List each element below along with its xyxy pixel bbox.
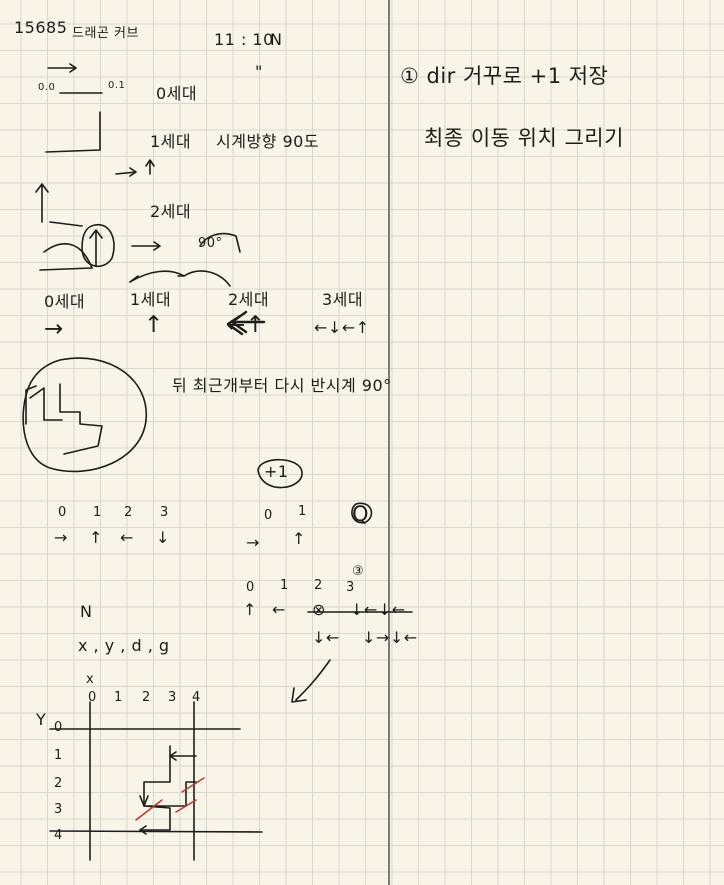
grid-x-axis-label: x (86, 672, 95, 687)
grid-y-axis-label: Y (36, 710, 47, 729)
plus-one-note: +1 (264, 462, 289, 481)
gen0-arrow-sketch (47, 63, 77, 73)
gen1-arrow-sketch (115, 159, 155, 177)
row-gen0-arrows: → (44, 316, 64, 342)
diagonal-arrow (291, 659, 331, 703)
rotation-note: 90° (198, 236, 223, 251)
dir-index-0: 0 (58, 505, 67, 520)
problem-title: 드래곤 커브 (72, 26, 139, 41)
var-n: N (80, 602, 93, 621)
step-2-note: 최종 이동 위치 그리기 (424, 126, 624, 150)
seq-row1-3: ↓←↓← (350, 600, 406, 619)
seq-row1-2: ⊗ (312, 600, 326, 619)
plus-index-0: 0 (264, 508, 273, 523)
gen3-shape (25, 383, 103, 455)
seq-row2-0: ↓← (312, 628, 340, 647)
dir-index-2: 2 (124, 505, 133, 520)
dir-arrow-0: → (54, 528, 68, 547)
q-circle (351, 502, 373, 524)
grid-x-3: 3 (168, 690, 177, 705)
var-list: x , y , d , g (78, 636, 170, 655)
seq-row1-0: ↑ (243, 600, 257, 619)
gen2-shape-sketch (35, 183, 93, 271)
gen3-circle (22, 357, 147, 473)
gen1-label: 1세대 (150, 132, 192, 151)
plus-arrow-1: ↑ (292, 529, 306, 548)
seq-row2-1: ↓→↓← (362, 628, 418, 647)
gen1-rotation-note: 시계방향 90도 (216, 132, 320, 151)
red-cross-2 (135, 799, 197, 821)
coord-start: 0.0 (38, 82, 56, 93)
row-gen1-arrows: ↑ (144, 312, 164, 338)
seq-index-0: 0 (246, 580, 255, 595)
seq-index-3: 3 (346, 580, 355, 595)
gen0-label: 0세대 (156, 84, 198, 103)
dir-arrow-1: ↑ (89, 528, 103, 547)
grid-curve-arrows (139, 751, 177, 835)
plus-one-circle (257, 459, 303, 489)
rotate-arrow (131, 232, 241, 253)
step-1-note: ① dir 거꾸로 +1 저장 (400, 64, 609, 88)
grid-y-4: 4 (54, 828, 63, 843)
seq-row1-1: ← (272, 600, 286, 619)
time-mark: N (270, 30, 283, 49)
gen-link-tip (129, 275, 185, 283)
seq-index-1: 1 (280, 578, 289, 593)
seq-mark: ③ (352, 564, 365, 579)
row-gen2-arrows: ←↑ (226, 312, 266, 338)
row-gen3-label: 3세대 (322, 290, 364, 309)
grid-y-1: 1 (54, 748, 63, 763)
gen2-label: 2세대 (150, 202, 192, 221)
plus-arrow-0: → (246, 533, 260, 552)
coord-end: 0.1 (108, 80, 126, 91)
dir-arrow-2: ← (120, 528, 134, 547)
grid-x-0: 0 (88, 690, 97, 705)
problem-number: 15685 (14, 18, 68, 37)
grid-x-4: 4 (192, 690, 201, 705)
page-divider (388, 0, 390, 885)
gen2-up-arrow (89, 229, 103, 267)
grid-curve (139, 745, 197, 831)
plus-index-1: 1 (298, 504, 307, 519)
grid-row-4 (49, 830, 263, 833)
row-gen3-arrows: ←↓←↑ (314, 318, 370, 337)
gen2-bold-arrow (226, 310, 266, 336)
gen-link-curve (129, 270, 231, 287)
grid-y-3: 3 (54, 802, 63, 817)
grid-y-0: 0 (54, 720, 63, 735)
gen2-circle (81, 224, 115, 268)
dir-index-1: 1 (93, 505, 102, 520)
q-mark: Q (352, 502, 370, 526)
red-cross-1 (181, 777, 205, 793)
reverse-rule-note: 뒤 최근개부터 다시 반시계 90° (172, 376, 392, 395)
grid-x-2: 2 (142, 690, 151, 705)
row-gen2-label: 2세대 (228, 290, 270, 309)
row-gen1-label: 1세대 (130, 290, 172, 309)
gen1-shape-sketch (45, 111, 101, 153)
ditto-mark: " (255, 62, 263, 81)
dir-arrow-3: ↓ (156, 528, 170, 547)
grid-y-2: 2 (54, 776, 63, 791)
dir-index-3: 3 (160, 505, 169, 520)
seq-index-2: 2 (314, 578, 323, 593)
row-gen0-label: 0세대 (44, 292, 86, 311)
grid-x-1: 1 (114, 690, 123, 705)
time-note: 11 : 10 (214, 30, 274, 49)
